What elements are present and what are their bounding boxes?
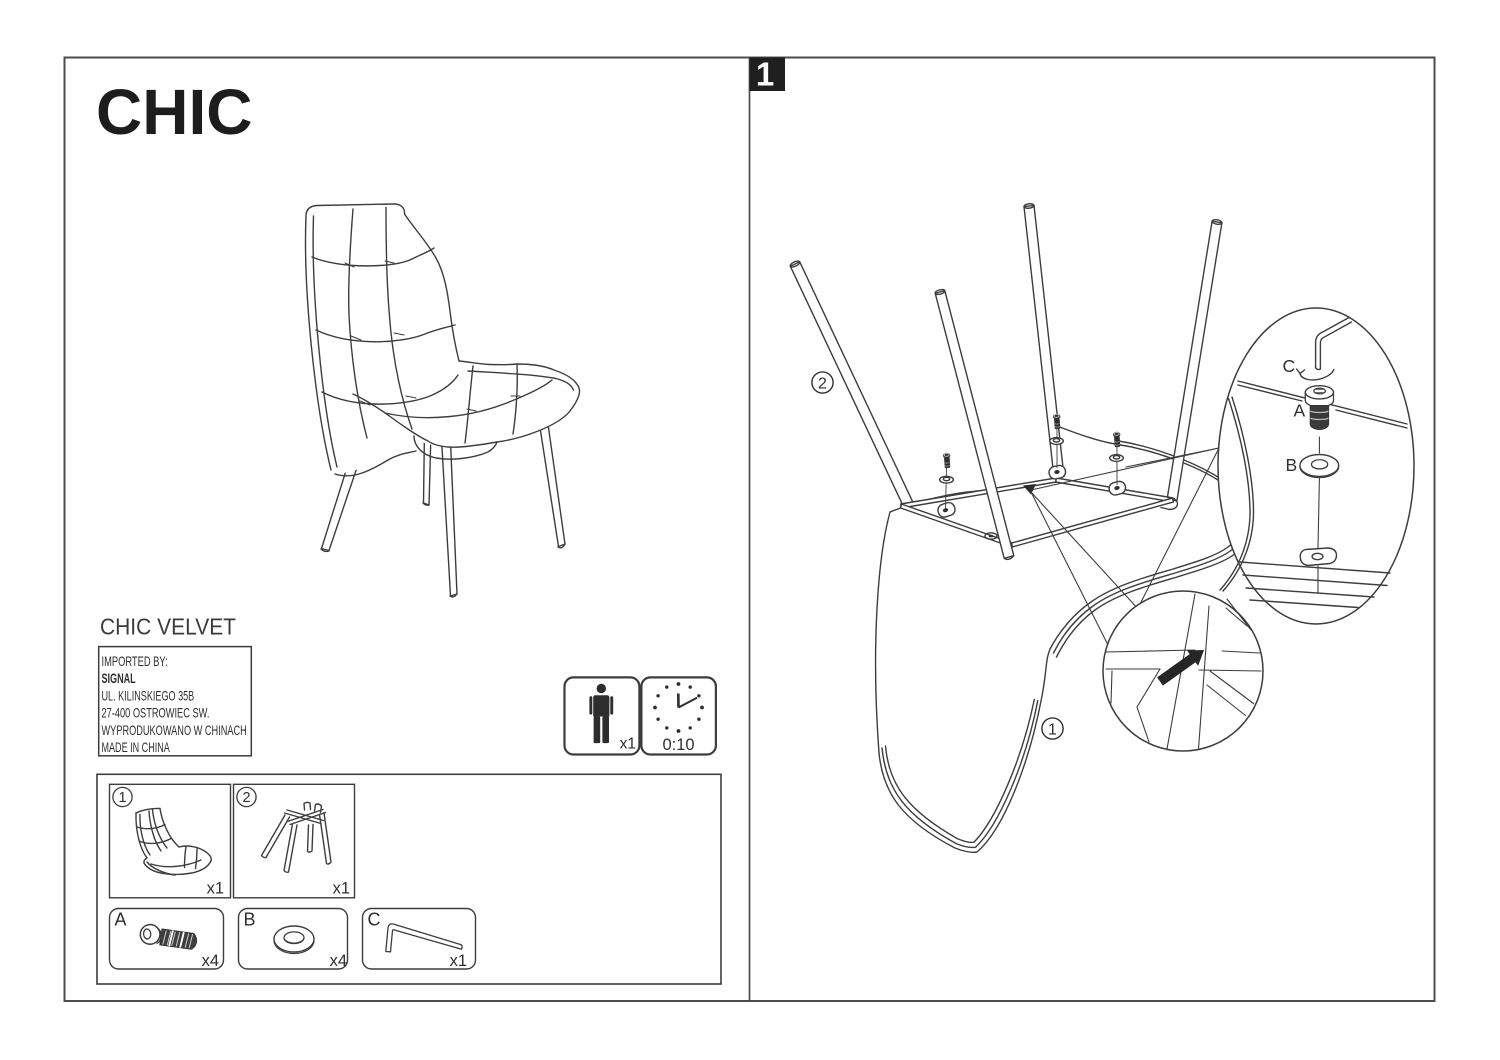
svg-text:x1: x1 bbox=[620, 736, 636, 753]
svg-text:2: 2 bbox=[818, 376, 827, 393]
svg-text:2: 2 bbox=[242, 790, 250, 806]
svg-text:C: C bbox=[1283, 356, 1296, 376]
svg-text:27-400 OSTROWIEC SW.: 27-400 OSTROWIEC SW. bbox=[102, 706, 210, 721]
svg-text:MADE IN CHINA: MADE IN CHINA bbox=[102, 740, 171, 755]
svg-text:1: 1 bbox=[756, 56, 774, 93]
svg-text:0:10: 0:10 bbox=[662, 736, 694, 754]
svg-text:A: A bbox=[1294, 400, 1306, 420]
svg-text:x1: x1 bbox=[207, 880, 224, 898]
svg-text:x1: x1 bbox=[333, 880, 350, 898]
svg-text:x1: x1 bbox=[450, 952, 467, 970]
svg-text:SIGNAL: SIGNAL bbox=[102, 671, 136, 686]
svg-text:B: B bbox=[1286, 455, 1298, 475]
svg-text:x4: x4 bbox=[202, 952, 219, 970]
svg-text:1: 1 bbox=[1048, 722, 1057, 739]
svg-text:1: 1 bbox=[118, 790, 126, 806]
svg-text:B: B bbox=[244, 910, 256, 930]
svg-text:A: A bbox=[115, 910, 127, 930]
svg-text:x4: x4 bbox=[330, 952, 347, 970]
svg-text:C: C bbox=[368, 910, 381, 930]
svg-text:UL. KILINSKIEGO 35B: UL. KILINSKIEGO 35B bbox=[102, 688, 195, 703]
svg-text:IMPORTED BY:: IMPORTED BY: bbox=[102, 654, 168, 669]
svg-text:CHIC VELVET: CHIC VELVET bbox=[100, 614, 236, 640]
svg-text:CHIC: CHIC bbox=[96, 76, 252, 148]
svg-text:WYPRODUKOWANO W CHINACH: WYPRODUKOWANO W CHINACH bbox=[102, 723, 247, 738]
